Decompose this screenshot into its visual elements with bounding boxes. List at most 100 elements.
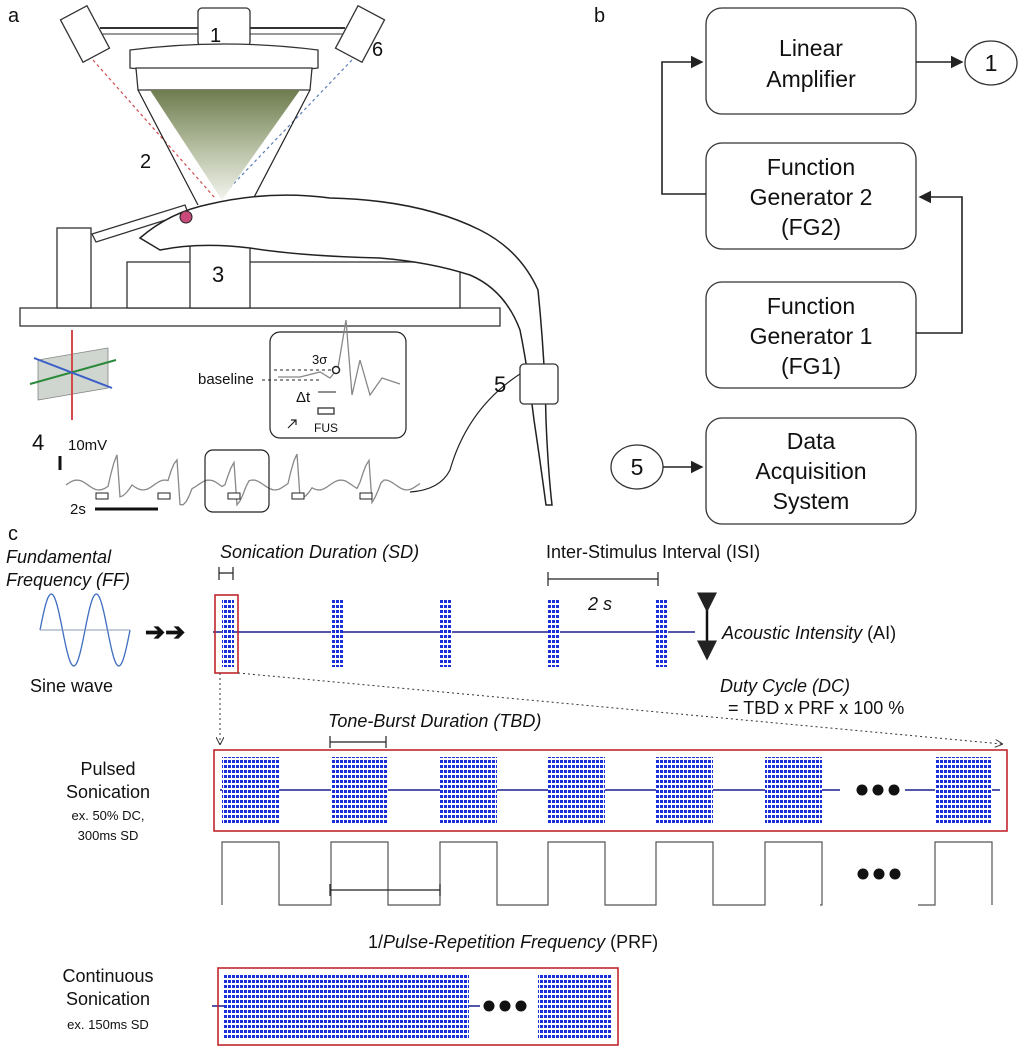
time-scale-label: 2s <box>70 501 86 518</box>
label-4: 4 <box>32 430 44 455</box>
pulsed-label-1: Pulsed <box>80 759 135 779</box>
sd-label: Sonication Duration (SD) <box>220 542 419 562</box>
tone-burst <box>656 757 713 824</box>
onset-marker <box>331 365 341 375</box>
fg1-label-2: Generator 1 <box>750 323 873 349</box>
ellipsis-icon <box>857 868 869 880</box>
panel-label-b: b <box>594 5 605 27</box>
ellipsis-icon <box>889 868 901 880</box>
two-seconds-label: 2 s <box>587 594 612 614</box>
amp-label-1: Linear <box>779 35 843 61</box>
ai-label-abbr: (AI) <box>862 623 896 643</box>
node-1 <box>964 40 1018 86</box>
ellipsis-icon <box>856 784 868 796</box>
ellipsis-icon <box>888 784 900 796</box>
fg2-label-2: Generator 2 <box>750 184 873 210</box>
ellipsis-icon <box>499 1000 511 1012</box>
prf-label: 1/Pulse-Repetition Frequency (PRF) <box>368 932 658 952</box>
daq-label-1: Data <box>787 428 836 454</box>
sonication-burst <box>656 599 668 667</box>
daq-label-2: Acquisition <box>755 458 866 484</box>
label-6: 6 <box>372 39 383 61</box>
tbd-bracket <box>329 736 387 748</box>
fus-marker <box>157 492 171 500</box>
sd-bracket <box>218 567 234 580</box>
pulse-envelope <box>221 841 823 906</box>
sonication-burst <box>548 599 560 667</box>
continuous-burst <box>538 974 612 1040</box>
inset-arrow-icon <box>287 419 297 429</box>
inset-trace <box>278 319 401 397</box>
continuous-burst <box>224 974 469 1040</box>
pulsed-example-1: ex. 50% DC, <box>72 808 145 823</box>
continuous-label-2: Sonication <box>66 989 150 1009</box>
transducer-motor <box>197 7 251 47</box>
fg2-label-3: (FG2) <box>781 214 841 240</box>
panel-label-a: a <box>8 5 20 27</box>
dc-label: Duty Cycle (DC) <box>720 676 850 696</box>
isi-label: Inter-Stimulus Interval (ISI) <box>546 542 760 562</box>
fg2-label-1: Function <box>767 154 855 180</box>
transducer-housing <box>135 67 313 91</box>
ellipsis-icon <box>483 1000 495 1012</box>
baseline-label: baseline <box>198 371 254 388</box>
pulsed-label-2: Sonication <box>66 782 150 802</box>
tone-burst <box>765 757 822 824</box>
fus-marker <box>317 407 335 415</box>
axes-icon <box>29 330 117 420</box>
label-1: 1 <box>210 25 221 47</box>
fus-markers <box>95 492 373 500</box>
prf-abbr: (PRF) <box>605 932 658 952</box>
rat-eye-icon <box>179 210 193 224</box>
pulsed-frame <box>213 749 1008 832</box>
ai-label: Acoustic Intensity (AI) <box>721 623 896 643</box>
node-1-label: 1 <box>985 50 998 76</box>
tbd-label: Tone-Burst Duration (TBD) <box>328 711 541 731</box>
tone-burst <box>222 757 279 824</box>
fus-marker <box>359 492 373 500</box>
function-generator-2-box <box>705 142 917 250</box>
signal-chain <box>610 7 1018 525</box>
tone-burst <box>331 757 388 824</box>
ellipsis-icons <box>483 784 901 1012</box>
prf-prefix: 1/ <box>368 932 383 952</box>
rat-body-icon <box>138 194 553 506</box>
ellipsis-icon <box>872 784 884 796</box>
continuous-label-1: Continuous <box>62 966 153 986</box>
camera-left-icon <box>59 4 111 64</box>
ultrasound-cone <box>150 90 300 200</box>
emg-sensor <box>519 363 559 405</box>
pulse-envelope <box>918 841 993 906</box>
continuous-frame <box>217 967 619 1046</box>
fus-marker <box>227 492 241 500</box>
fg1-to-fg2-arrow <box>916 190 963 334</box>
voltage-scale-label: 10mV <box>68 437 107 454</box>
blue-light-path <box>219 59 353 199</box>
prf-bracket <box>329 884 441 896</box>
stage-base <box>19 307 501 327</box>
sonication-burst <box>222 599 234 667</box>
isi-bracket <box>547 572 659 586</box>
ellipsis-icon <box>873 868 885 880</box>
linear-amplifier-box <box>705 7 917 115</box>
fg1-label-1: Function <box>767 293 855 319</box>
sonication-burst <box>331 599 343 667</box>
stage-platform <box>126 261 461 309</box>
tail-wire <box>409 364 536 493</box>
fg2-to-amp-arrow <box>661 55 706 195</box>
label-2: 2 <box>140 151 151 173</box>
ai-label-italic: Acoustic Intensity <box>721 623 863 643</box>
pulsed-waveform <box>220 757 1000 824</box>
label-3: 3 <box>212 262 224 287</box>
sonication-burst <box>440 599 452 667</box>
train-zoom-frame <box>214 594 239 674</box>
prf-italic: Pulse-Repetition Frequency <box>383 932 606 952</box>
stimulus-train <box>213 599 695 667</box>
daq-label-3: System <box>773 488 850 514</box>
amp-label-2: Amplifier <box>766 66 856 92</box>
sigma-label: 3σ <box>312 352 327 367</box>
red-light-path <box>92 59 216 199</box>
continuous-example: ex. 150ms SD <box>67 1017 149 1032</box>
fus-marker <box>95 492 109 500</box>
